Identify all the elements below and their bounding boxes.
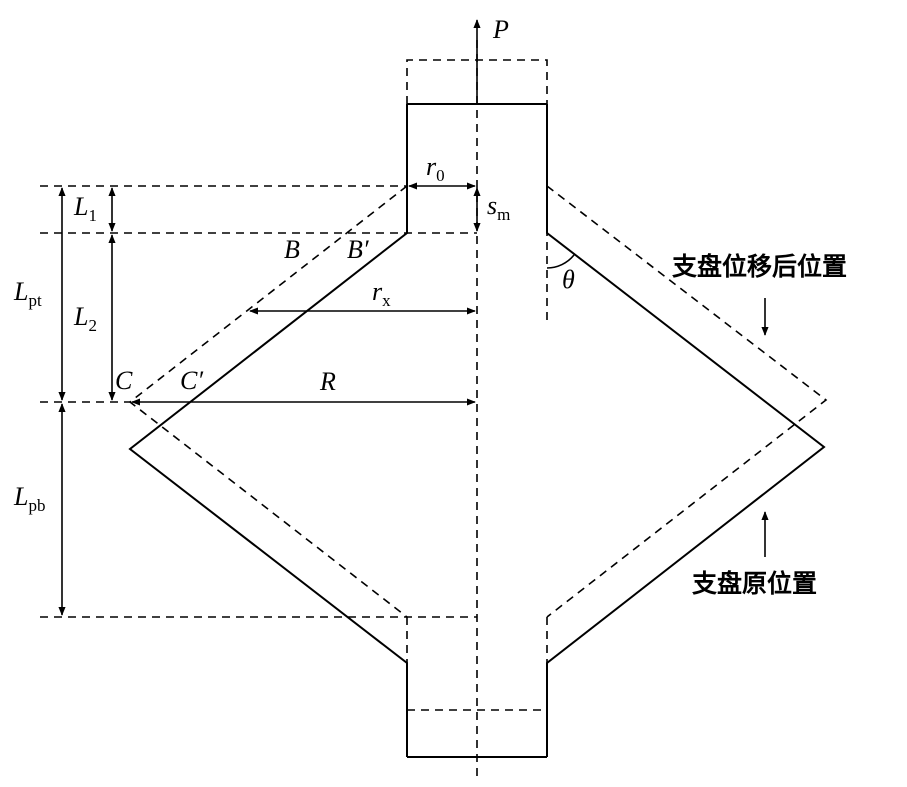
original-position-label: 支盘原位置 xyxy=(692,569,817,598)
point-B-label: B xyxy=(284,235,300,264)
point-Bprime-label: B′ xyxy=(347,235,369,264)
R-label: R xyxy=(319,367,336,396)
theta-label: θ xyxy=(562,265,575,294)
sm-label: sm xyxy=(487,191,510,224)
reference-lines xyxy=(40,185,477,618)
r0-label: r0 xyxy=(426,152,445,185)
L2-label: L2 xyxy=(73,302,97,335)
Lpb-label: Lpb xyxy=(13,482,45,515)
theta-arc xyxy=(546,254,575,269)
point-Cprime-label: C′ xyxy=(180,366,203,395)
L1-label: L1 xyxy=(73,192,97,225)
displaced-position-label: 支盘位移后位置 xyxy=(672,252,847,281)
rx-label: rx xyxy=(372,277,391,310)
Lpt-label: Lpt xyxy=(13,277,42,310)
point-C-label: C xyxy=(115,366,133,395)
load-label: P xyxy=(492,15,509,44)
displaced-pile-outline xyxy=(128,59,828,711)
